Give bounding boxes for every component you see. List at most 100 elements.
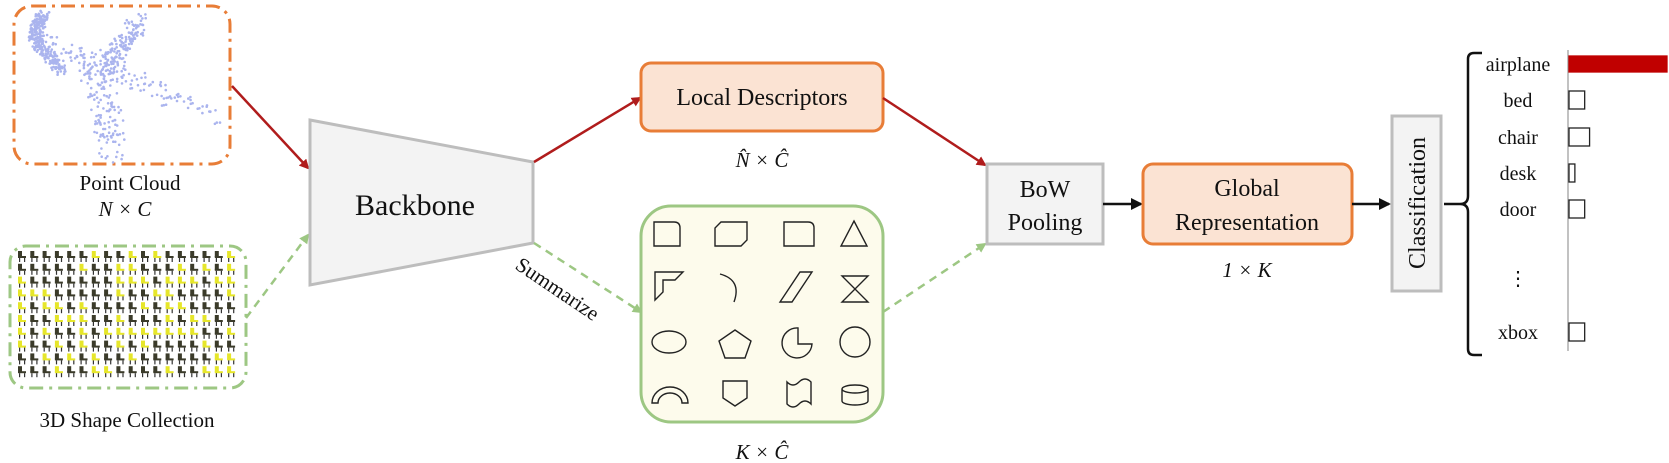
chair-thumbnail bbox=[141, 353, 149, 365]
point bbox=[41, 31, 45, 34]
rounded-corner-rect-icon bbox=[653, 221, 681, 247]
point bbox=[123, 22, 127, 25]
point bbox=[162, 97, 166, 100]
point bbox=[116, 63, 120, 67]
chair-thumbnail bbox=[67, 327, 76, 339]
point bbox=[110, 62, 113, 66]
point bbox=[104, 80, 108, 83]
class-name-chair: chair bbox=[1498, 127, 1538, 149]
point bbox=[127, 31, 131, 34]
chair-thumbnail bbox=[190, 276, 199, 288]
point bbox=[40, 11, 43, 14]
score-bar-door bbox=[1568, 199, 1586, 219]
chair-thumbnail bbox=[104, 263, 113, 275]
point bbox=[89, 92, 92, 96]
chair-thumbnail bbox=[79, 302, 88, 314]
point bbox=[110, 49, 114, 52]
chair-thumbnail bbox=[42, 366, 51, 378]
chair-thumbnail bbox=[42, 315, 51, 326]
point bbox=[105, 61, 108, 64]
point bbox=[159, 84, 163, 88]
point bbox=[112, 62, 115, 65]
point bbox=[215, 121, 219, 124]
point bbox=[164, 88, 168, 92]
point bbox=[124, 44, 127, 48]
arrow-pointcloud-to-backbone bbox=[231, 85, 310, 170]
chair-thumbnail bbox=[177, 353, 186, 365]
chair-thumbnail bbox=[214, 353, 223, 365]
point bbox=[31, 20, 34, 23]
point bbox=[99, 71, 103, 75]
point bbox=[90, 94, 94, 98]
chair-thumbnail bbox=[190, 340, 199, 352]
point bbox=[33, 47, 36, 50]
point bbox=[134, 23, 137, 27]
point bbox=[134, 31, 137, 35]
point bbox=[83, 60, 86, 64]
point bbox=[121, 76, 124, 79]
point bbox=[109, 67, 113, 70]
point bbox=[38, 15, 42, 19]
point bbox=[94, 120, 97, 123]
chair-thumbnail bbox=[128, 276, 137, 288]
point bbox=[103, 122, 106, 125]
point bbox=[95, 90, 98, 94]
point bbox=[105, 134, 109, 138]
chair-thumbnail bbox=[104, 366, 113, 378]
chair-thumbnail bbox=[153, 327, 162, 339]
chair-thumbnail bbox=[104, 340, 113, 352]
chair-thumbnail bbox=[30, 276, 39, 288]
point bbox=[110, 104, 113, 108]
chair-thumbnail bbox=[214, 276, 223, 288]
point bbox=[141, 17, 144, 20]
bow-line1: BoW bbox=[1020, 177, 1071, 203]
backbone-label: Backbone bbox=[355, 189, 475, 222]
point bbox=[62, 47, 65, 51]
point bbox=[52, 62, 55, 65]
point bbox=[95, 96, 99, 100]
chair-thumbnail bbox=[202, 315, 211, 326]
point bbox=[100, 87, 103, 90]
chair-thumbnail bbox=[42, 353, 51, 365]
chair-thumbnail bbox=[153, 251, 162, 262]
chair-thumbnail bbox=[116, 340, 125, 352]
chair-thumbnail bbox=[104, 315, 113, 326]
point bbox=[121, 119, 125, 122]
chair-thumbnail bbox=[190, 366, 199, 378]
point bbox=[214, 109, 217, 112]
point bbox=[34, 41, 37, 44]
chair-thumbnail bbox=[153, 340, 162, 352]
chair-thumbnail bbox=[42, 302, 51, 314]
point bbox=[110, 101, 114, 104]
chair-thumbnail bbox=[153, 315, 162, 326]
point bbox=[140, 76, 143, 80]
chair-thumbnail bbox=[54, 276, 63, 288]
chair-thumbnail bbox=[79, 289, 88, 301]
point bbox=[54, 42, 57, 46]
chair-thumbnail bbox=[177, 263, 186, 275]
chair-thumbnail bbox=[128, 289, 137, 301]
point bbox=[47, 11, 51, 14]
point bbox=[113, 129, 117, 133]
point bbox=[130, 20, 134, 24]
point bbox=[41, 14, 45, 18]
chair-thumbnail bbox=[141, 340, 149, 352]
point bbox=[107, 109, 111, 113]
point bbox=[100, 147, 103, 150]
point bbox=[41, 48, 44, 51]
chair-thumbnail bbox=[91, 289, 100, 301]
summarize-label: Summarize bbox=[511, 252, 604, 325]
point bbox=[136, 83, 140, 87]
chair-thumbnail bbox=[202, 302, 211, 314]
point bbox=[111, 132, 115, 135]
point bbox=[99, 116, 102, 119]
class-name-airplane: airplane bbox=[1486, 54, 1551, 76]
chair-thumbnail bbox=[190, 302, 199, 314]
chair-thumbnail bbox=[128, 353, 137, 365]
point bbox=[105, 109, 109, 113]
point bbox=[129, 83, 133, 86]
point bbox=[44, 18, 47, 22]
point bbox=[117, 105, 120, 109]
point bbox=[99, 63, 102, 66]
pentagon-icon bbox=[718, 329, 752, 359]
